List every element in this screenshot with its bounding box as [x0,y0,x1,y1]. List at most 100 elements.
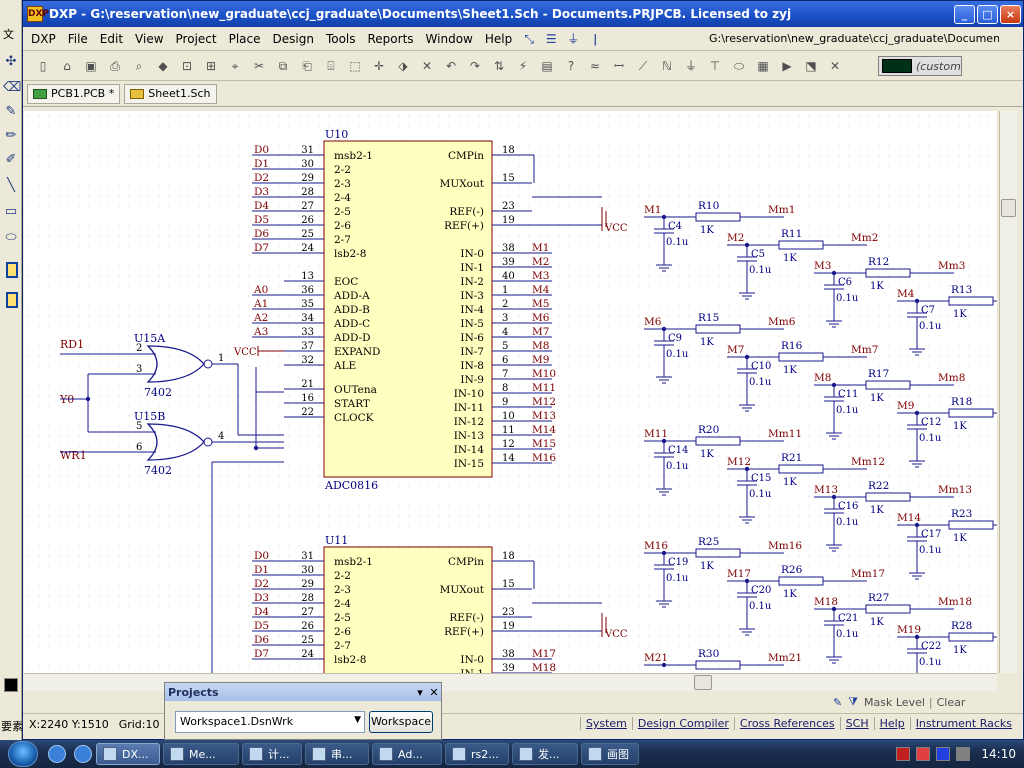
menu-tools[interactable]: Tools [325,31,356,46]
power-port-icon[interactable]: ⏚ [567,31,580,46]
projects-panel-header[interactable]: Projects ▾ ✕ [165,683,441,701]
clear-filter-icon[interactable]: ✕ [421,58,433,73]
pen-icon[interactable]: ✎ [833,695,843,709]
no-erc-icon[interactable]: ✕ [829,58,841,73]
tab-sheet1[interactable]: Sheet1.Sch [124,83,217,104]
tray-x-icon[interactable] [916,747,931,761]
sch-button[interactable]: SCH [839,717,874,730]
hierarchy-icon[interactable]: ⇅ [493,58,505,73]
title-bar[interactable]: DXP DXP - G:\reservation\new_graduate\cc… [23,1,1023,27]
menu-project[interactable]: Project [175,31,217,46]
menu-view[interactable]: View [135,31,164,46]
redo-icon[interactable]: ↷ [469,58,481,73]
minimize-button[interactable]: _ [954,4,975,24]
pen-tool-icon[interactable]: ✎ [5,104,17,119]
panel-menu-icon[interactable]: ▾ [417,685,423,699]
menu-edit[interactable]: Edit [99,31,124,46]
bus-tools-icon[interactable]: ☰ [545,31,557,46]
move-tool-icon[interactable]: ✣ [5,54,17,69]
horizontal-scroll-thumb[interactable] [694,675,712,690]
copy-icon[interactable]: ⧉ [278,58,288,73]
layer-tool-icon-2[interactable] [6,292,18,308]
menu-design[interactable]: Design [272,31,314,46]
explorer-quicklaunch-icon[interactable] [74,745,92,763]
color-dropdown[interactable]: (custom [878,56,962,76]
move-selection-icon[interactable]: ✛ [373,58,385,73]
browse-library-icon[interactable]: ▤ [541,58,553,73]
port-icon[interactable]: ⬔ [805,58,817,73]
eraser-tool-icon[interactable]: ⌫ [3,80,22,95]
probe-icon[interactable]: ǀ [593,31,597,46]
ground-icon[interactable]: ⏚ [684,58,697,73]
select-area-icon[interactable]: ⬚ [349,58,361,73]
bus-entry-icon[interactable]: ⟋ [638,58,648,73]
undo-icon[interactable]: ↶ [445,58,457,73]
system-panel-button[interactable]: System [579,717,632,730]
taskbar-item-paint[interactable]: 画图 [581,743,639,765]
sheet-entry-icon[interactable]: ▶ [782,58,792,73]
taskbar-item-me[interactable]: Me... [163,743,239,765]
tray-k-icon[interactable] [896,747,911,761]
zoom-selected-icon[interactable]: ⌖ [231,58,239,73]
workspace-button[interactable]: Workspace [369,711,433,733]
taskbar-item-ad[interactable]: Ad... [372,743,442,765]
cross-references-button[interactable]: Cross References [733,717,840,730]
taskbar-item-dxp[interactable]: DX... [96,743,160,765]
taskbar-item-serial[interactable]: 串... [305,743,369,765]
wiring-tools-icon[interactable]: ⤡ [524,31,535,46]
ellipse-tool-icon[interactable]: ⬭ [5,230,17,245]
deselect-icon[interactable]: ⬗ [398,58,408,73]
taskbar-item-calc[interactable]: 计... [242,743,302,765]
rubber-stamp-icon[interactable]: ⌹ [327,58,335,73]
rectangle-tool-icon[interactable]: ▭ [4,204,18,219]
color-swatch[interactable] [4,678,18,692]
layer-tool-icon[interactable] [6,262,18,278]
ie-quicklaunch-icon[interactable] [48,745,66,763]
zoom-area-icon[interactable]: ⊞ [205,58,217,73]
save-icon[interactable]: ▣ [85,58,97,73]
sheet-symbol-icon[interactable]: ▦ [757,58,769,73]
start-button[interactable] [8,741,38,767]
open-file-icon[interactable]: ⌂ [63,58,71,73]
workspace-select[interactable]: Workspace1.DsnWrk ▼ [175,711,365,733]
line-tool-icon[interactable]: ╲ [7,178,15,193]
pencil-tool-icon[interactable]: ✏ [5,128,17,143]
brush-tool-icon[interactable]: ✐ [5,152,17,167]
vertical-scrollbar[interactable] [999,111,1017,673]
help-button[interactable]: Help [873,717,910,730]
menu-file[interactable]: File [67,31,88,46]
paste-icon[interactable]: ⎗ [302,58,312,73]
vcc-port-icon[interactable]: ⊤ [709,58,721,73]
instrument-racks-button[interactable]: Instrument Racks [909,717,1017,730]
new-file-icon[interactable]: ▯ [39,58,47,73]
menu-dxp[interactable]: DXP [31,31,56,46]
wire-icon[interactable]: ≈ [589,58,601,73]
zoom-fit-icon[interactable]: ⊡ [181,58,193,73]
clear-button[interactable]: Clear [936,695,966,709]
taskbar-item-fa[interactable]: 发... [512,743,578,765]
print-icon[interactable]: ⎙ [110,58,120,73]
net-label-icon[interactable]: ℕ [662,58,672,73]
part-icon[interactable]: ⬭ [733,58,745,73]
tab-pcb1[interactable]: PCB1.PCB * [27,83,121,104]
help-icon[interactable]: ? [567,58,575,73]
vertical-scroll-thumb[interactable] [1001,199,1016,217]
taskbar-item-rs2[interactable]: rs2... [445,743,509,765]
design-compiler-button[interactable]: Design Compiler [631,717,734,730]
menu-reports[interactable]: Reports [367,31,414,46]
mask-level-button[interactable]: Mask Level [864,695,925,709]
document-path-dropdown[interactable]: G:\reservation\new_graduate\ccj_graduate… [709,32,999,45]
panel-close-icon[interactable]: ✕ [429,685,439,699]
tray-play-icon[interactable] [936,747,951,761]
menu-place[interactable]: Place [228,31,261,46]
maximize-button[interactable]: □ [977,4,998,24]
filter-icon[interactable]: ⧩ [848,695,859,708]
print-preview-icon[interactable]: ⌕ [135,58,143,73]
menu-window[interactable]: Window [425,31,473,46]
eraser-icon[interactable]: ◆ [158,58,168,73]
tray-volume-icon[interactable] [956,747,971,761]
close-button[interactable]: × [1000,4,1021,24]
bus-icon[interactable]: ꟷ [614,58,624,73]
